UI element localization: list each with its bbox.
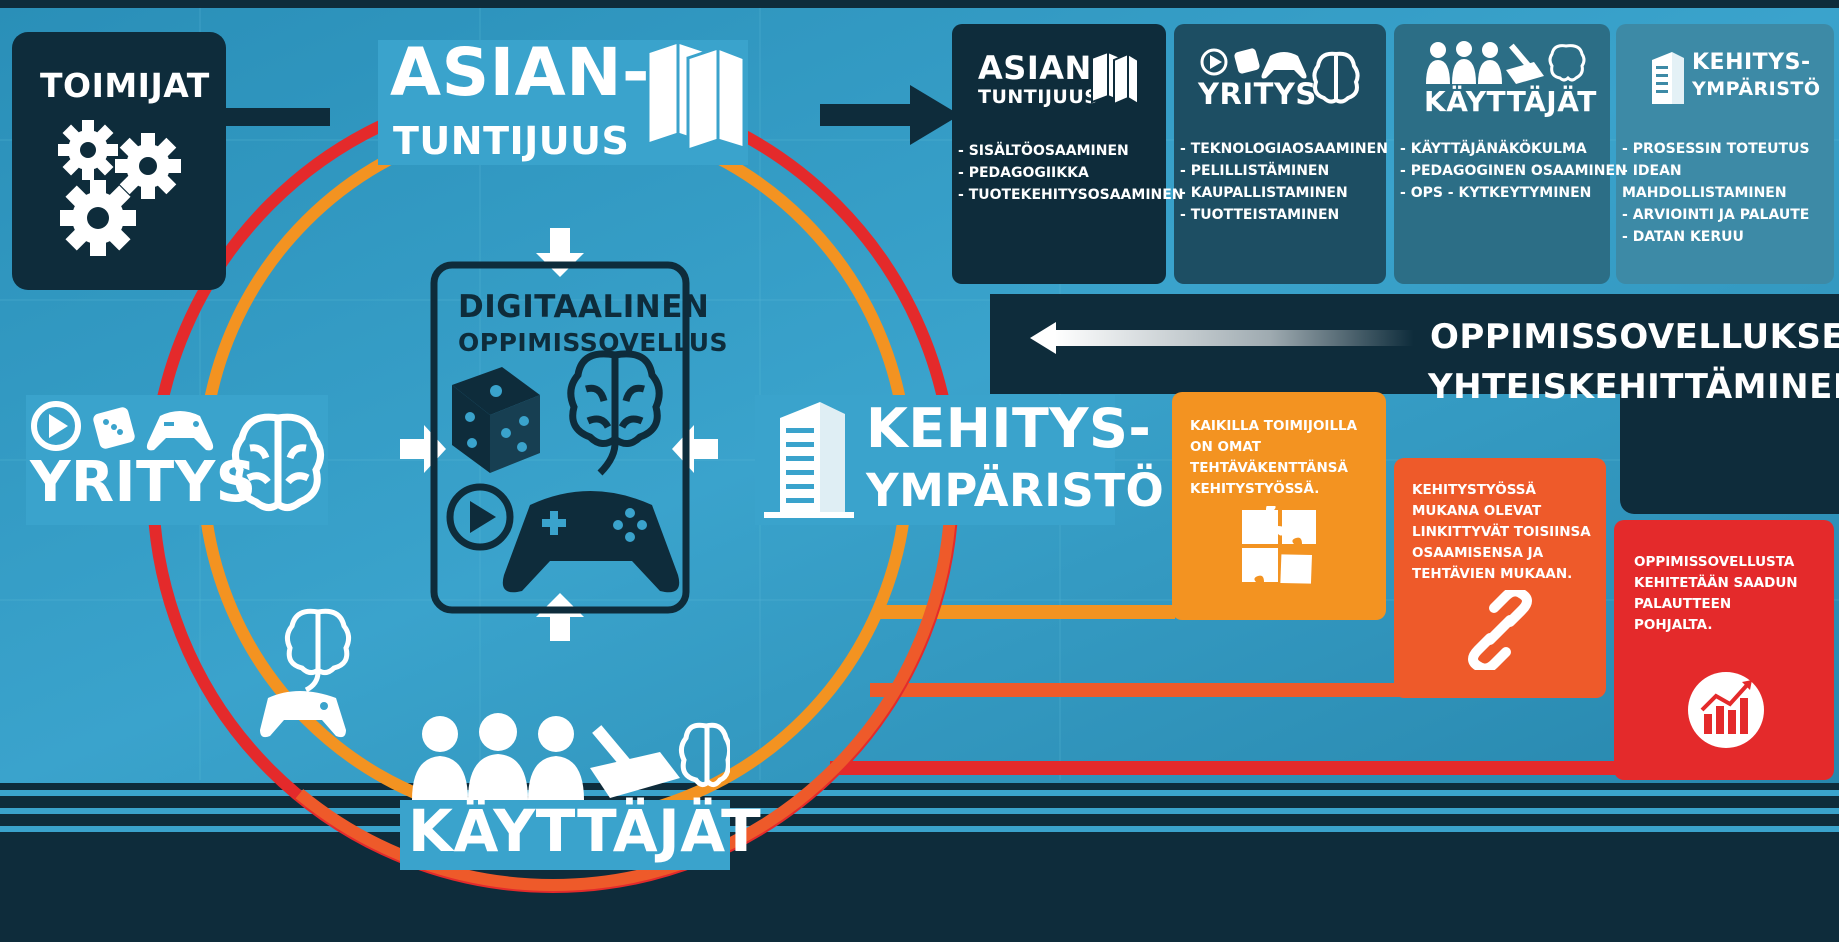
info-box-red-text: OPPIMISSOVELLUSTA KEHITETÄÄN SAADUN PALA…	[1634, 554, 1798, 633]
chart-icon	[1688, 672, 1764, 748]
list-item: OPS - KYTKEYTYMINEN	[1400, 182, 1627, 204]
list-item: TUOTEKEHITYSOSAAMINEN	[958, 184, 1184, 206]
play-icon	[446, 483, 514, 551]
dice-icon	[452, 367, 540, 473]
panel-kayttajat-list: KÄYTTÄJÄNÄKÖKULMA PEDAGOGINEN OSAAMINEN …	[1400, 138, 1627, 204]
panel-asiantuntijuus-title-line1: ASIAN-	[978, 49, 1106, 87]
dice-icon	[1234, 48, 1260, 74]
list-item: PROSESSIN TOTEUTUS	[1622, 138, 1839, 160]
cokehitys-title-line1: OPPIMISSOVELLUKSEN	[1430, 317, 1839, 357]
list-item: TEKNOLOGIAOSAAMINEN	[1180, 138, 1388, 160]
asiantuntijuus-title-line2: TUNTIJUUS	[393, 119, 630, 163]
list-item: PEDAGOGINEN OSAAMINEN	[1400, 160, 1627, 182]
brain-icon	[1312, 51, 1360, 104]
kehitys-label-line1: KEHITYS-	[866, 397, 1152, 460]
link-icon	[1468, 590, 1532, 670]
list-item: PEDAGOGIIKKA	[958, 162, 1184, 184]
kayttajat-label: KÄYTTÄJÄT	[408, 797, 762, 865]
center-title-line2: OPPIMISSOVELLUS	[458, 328, 729, 357]
panel-yritys-list: TEKNOLOGIAOSAAMINEN PELILLISTÄMINEN KAUP…	[1180, 138, 1388, 226]
panel-asiantuntijuus-title-line2: TUNTIJUUS	[978, 86, 1099, 108]
center-title-line1: DIGITAALINEN	[458, 289, 710, 325]
brain-icon	[232, 413, 324, 511]
list-item: ARVIOINTI JA PALAUTE	[1622, 204, 1839, 226]
play-icon	[31, 401, 81, 451]
cokehitys-title-line2: YHTEISKEHITTÄMINEN	[1428, 367, 1839, 407]
list-item: PELILLISTÄMINEN	[1180, 160, 1388, 182]
cokehitys-band-tail	[1620, 380, 1839, 514]
asiantuntijuus-title-line1: ASIAN-	[390, 34, 650, 111]
arrow-right-icon	[820, 85, 960, 145]
books-icon	[1091, 50, 1139, 106]
gamepad-icon	[502, 491, 680, 593]
panel-kayttajat-title: KÄYTTÄJÄT	[1424, 85, 1597, 118]
center-device	[400, 228, 718, 641]
brain-icon	[1548, 44, 1586, 82]
panel-asiantuntijuus-list: SISÄLTÖOSAAMINEN PEDAGOGIIKKA TUOTEKEHIT…	[958, 140, 1184, 206]
puzzle-icon	[1242, 506, 1316, 584]
gears-icon	[58, 120, 181, 256]
books-icon	[646, 39, 746, 153]
kayttajat-label-bg	[400, 800, 730, 870]
building-icon	[1652, 52, 1684, 104]
users-icon	[1426, 41, 1502, 84]
yritys-panel-icons	[1200, 48, 1307, 79]
brain-gamepad-icon	[260, 608, 352, 738]
info-box-orange-text: KAIKILLA TOIMIJOILLA ON OMAT TEHTÄVÄKENT…	[1190, 418, 1358, 497]
list-item: SISÄLTÖOSAAMINEN	[958, 140, 1184, 162]
kehitys-label-line2: YMPÄRISTÖ	[866, 464, 1165, 517]
info-box-orange	[1172, 392, 1386, 620]
kayttajat-panel-icons	[1426, 41, 1586, 84]
brain-icon	[567, 350, 663, 476]
panel-kehitys-list: PROSESSIN TOTEUTUS IDEAN MAHDOLLISTAMINE…	[1622, 138, 1839, 248]
panel-yritys-title: YRITYS	[1198, 77, 1317, 111]
info-box-dark-orange-text: KEHITYSTYÖSSÄ MUKANA OLEVAT LINKITTYVÄT …	[1412, 482, 1591, 582]
building-icon	[764, 402, 854, 518]
toimijat-connector	[220, 108, 330, 126]
dice-icon	[93, 407, 135, 449]
yritys-label: YRITYS	[30, 450, 257, 515]
panel-kehitys-title-line2: YMPÄRISTÖ	[1692, 78, 1821, 100]
gamepad-icon	[146, 411, 214, 451]
toimijat-label: TOIMIJAT	[40, 66, 210, 105]
book-pen-icon	[1506, 43, 1544, 84]
list-item: DATAN KERUU	[1622, 226, 1839, 248]
yritys-icons	[31, 401, 214, 451]
gamepad-icon	[1261, 52, 1307, 79]
list-item: IDEAN MAHDOLLISTAMINEN	[1622, 160, 1839, 204]
list-item: KAUPALLISTAMINEN	[1180, 182, 1388, 204]
play-icon	[1200, 48, 1228, 76]
arrow-left-icon	[1030, 322, 1414, 354]
book-pen-icon	[590, 725, 680, 798]
list-item: TUOTTEISTAMINEN	[1180, 204, 1388, 226]
panel-kehitys-title-line1: KEHITYS-	[1692, 50, 1811, 75]
list-item: KÄYTTÄJÄNÄKÖKULMA	[1400, 138, 1627, 160]
users-icon	[412, 713, 730, 800]
